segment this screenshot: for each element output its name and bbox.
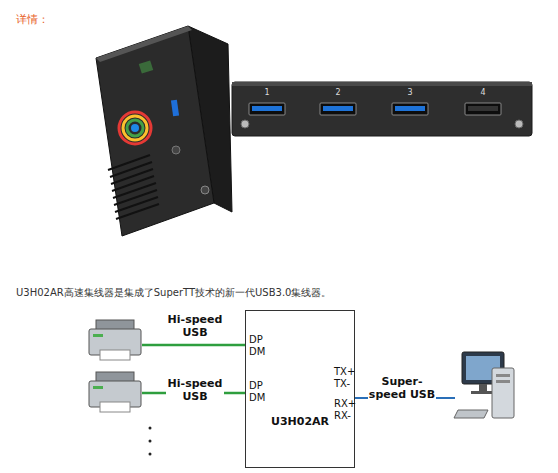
pin-name: RX+ xyxy=(334,398,356,410)
port-number: 2 xyxy=(335,88,340,97)
page-heading: 详情： xyxy=(16,12,49,27)
pin-name: DP xyxy=(249,334,263,346)
hub-photo xyxy=(96,26,232,236)
port-number: 4 xyxy=(480,88,485,97)
pin-name: TX+ xyxy=(334,366,355,378)
printer-icon xyxy=(89,320,141,360)
port-number: 3 xyxy=(407,88,412,97)
pin-name: DP xyxy=(249,380,263,392)
link-label: Super-speed USB xyxy=(363,376,441,401)
pin-name: DM xyxy=(249,392,265,404)
link-label: Hi-speed USB xyxy=(165,314,225,339)
port-panel-photo xyxy=(232,82,532,136)
pin-name: DM xyxy=(249,346,265,358)
chip-name: U3H02AR xyxy=(271,415,329,428)
printer-icon xyxy=(89,372,141,412)
caption: U3H02AR高速集线器是集成了SuperTT技术的新一代USB3.0集线器。 xyxy=(16,286,536,300)
link-label: Hi-speed USB xyxy=(165,378,225,403)
port-number: 1 xyxy=(264,88,269,97)
continuation-dots xyxy=(149,427,152,456)
pin-name: TX- xyxy=(334,378,350,390)
pin-name: RX- xyxy=(334,410,351,422)
computer-icon xyxy=(454,352,514,418)
